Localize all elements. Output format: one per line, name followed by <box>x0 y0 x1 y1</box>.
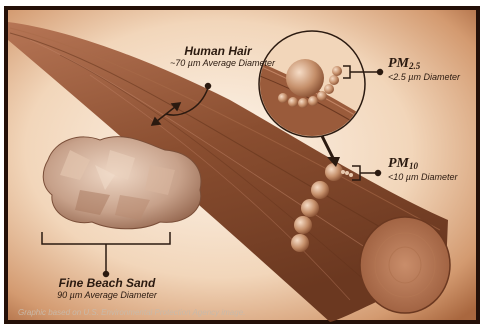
pm10-label: PM10 <10 µm Diameter <box>388 156 457 182</box>
pm25-label: PM2.5 <2.5 µm Diameter <box>388 56 460 82</box>
hair-title: Human Hair <box>170 44 266 58</box>
pm25-subtitle: <2.5 µm Diameter <box>388 72 460 82</box>
hair-label: Human Hair ~70 µm Average Diameter <box>170 44 266 68</box>
pm25-title: PM2.5 <box>388 56 460 72</box>
pm10-subtitle: <10 µm Diameter <box>388 172 457 182</box>
pm10-title: PM10 <box>388 156 457 172</box>
hair-subtitle: ~70 µm Average Diameter <box>170 58 266 68</box>
sand-subtitle: 90 µm Average Diameter <box>48 290 166 300</box>
pm25-large-particle <box>286 59 324 97</box>
sand-label: Fine Beach Sand 90 µm Average Diameter <box>48 276 166 300</box>
credit-text: Graphic based on U.S. Environmental Prot… <box>18 308 245 317</box>
sand-title: Fine Beach Sand <box>48 276 166 290</box>
hair-cut-end <box>360 217 450 313</box>
